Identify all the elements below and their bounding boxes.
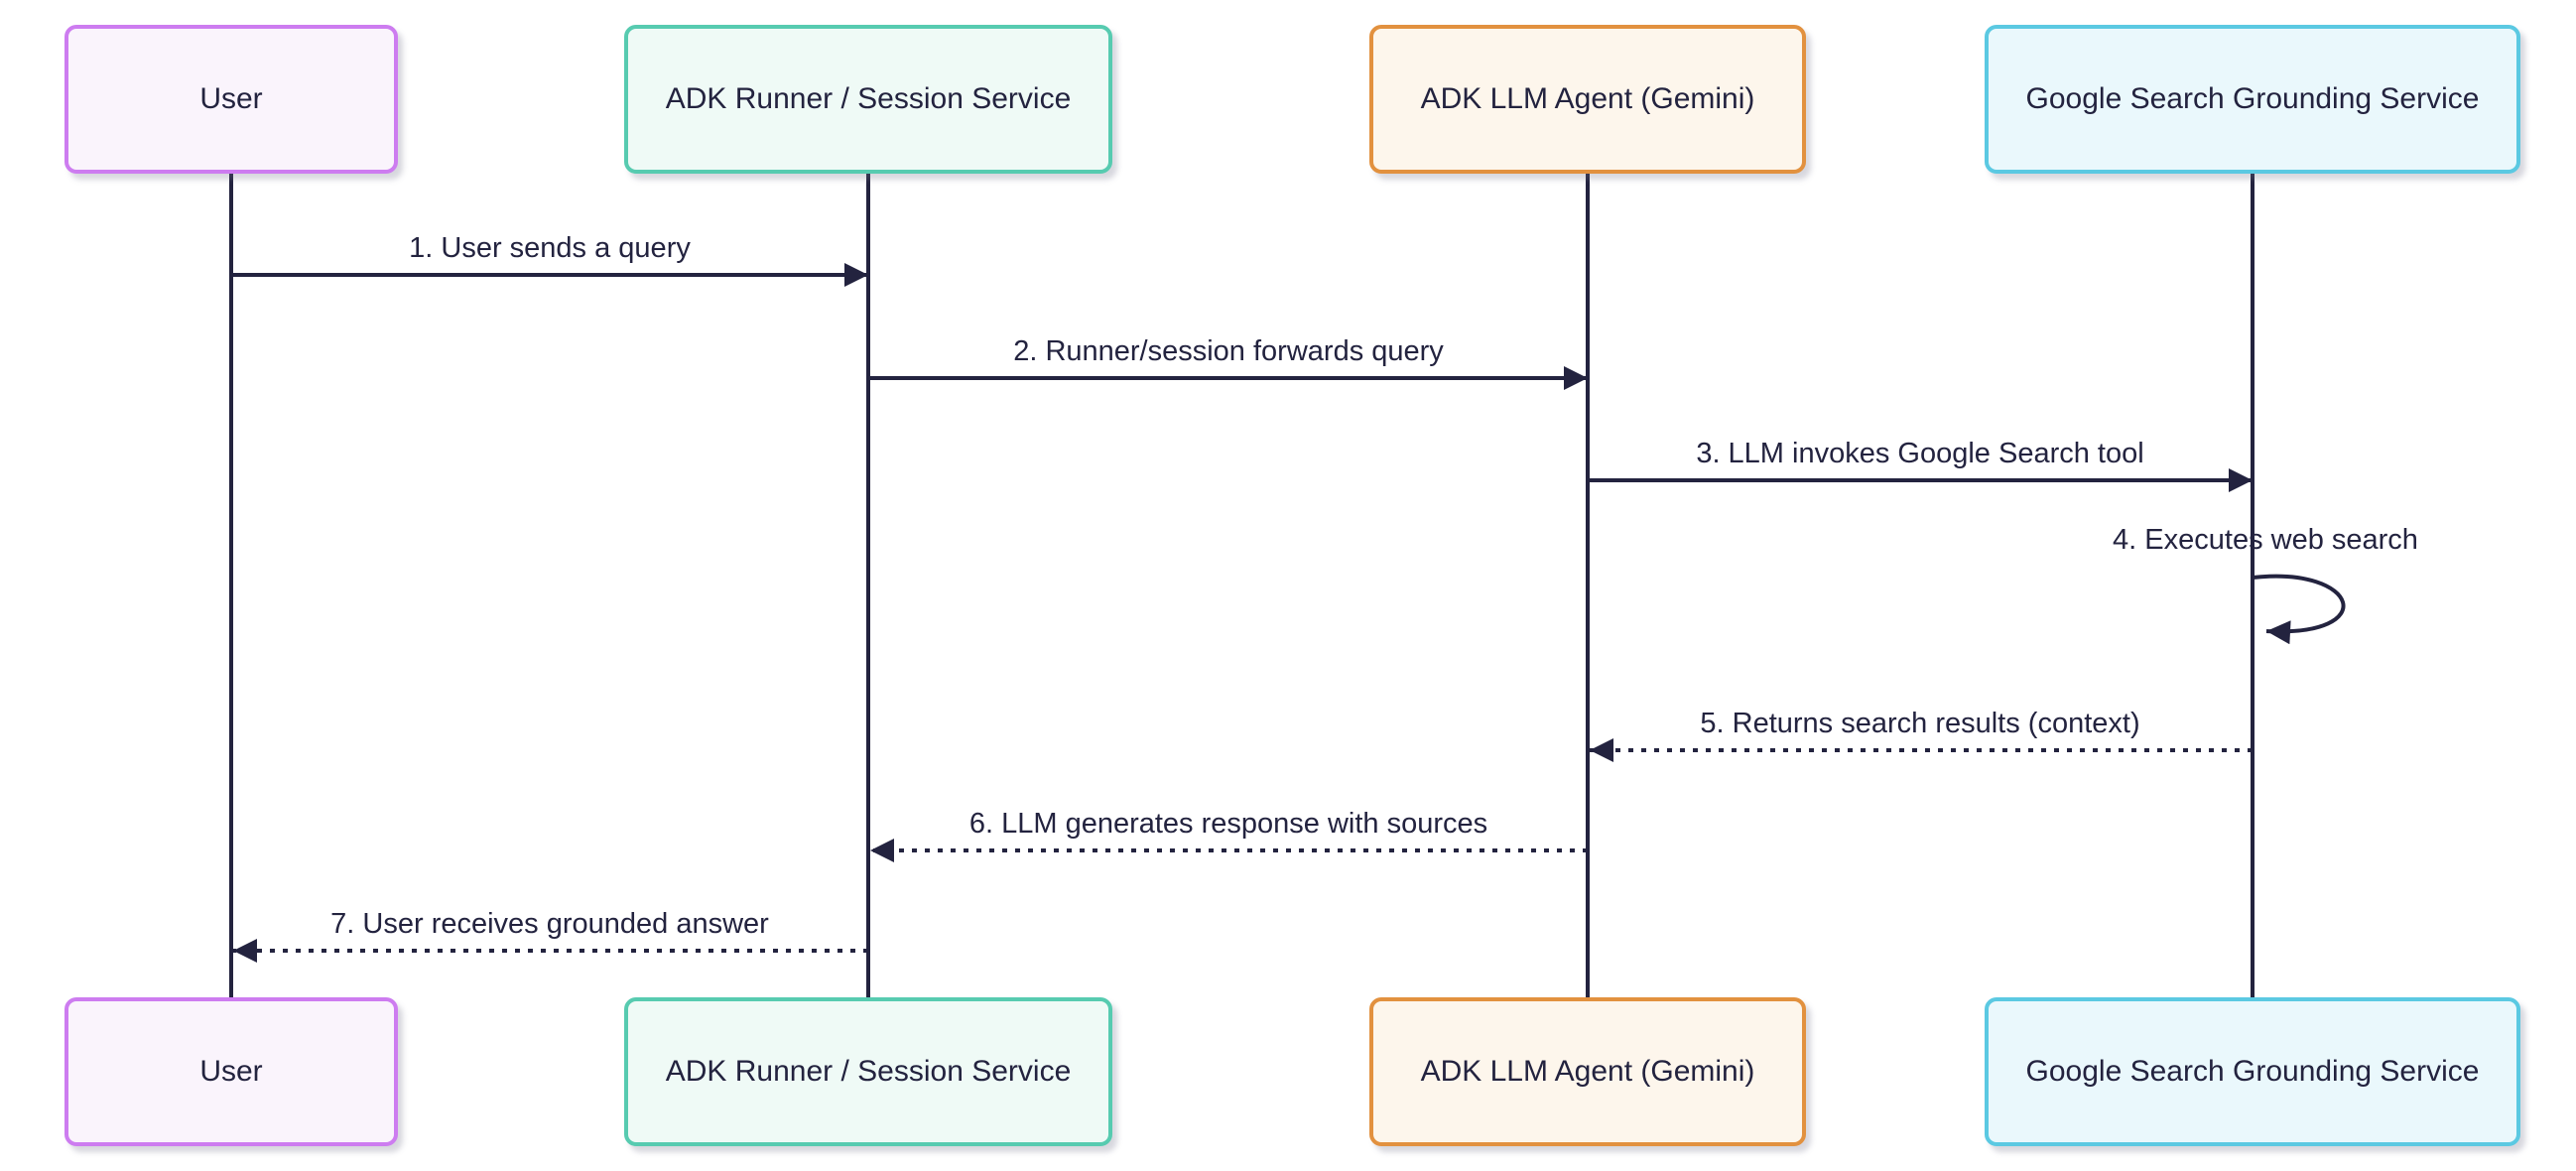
actor-google-label: Google Search Grounding Service [2025,1055,2480,1088]
actor-google-top: Google Search Grounding Service [1985,25,2520,174]
actor-user-bottom: User [64,997,398,1146]
actor-user-label: User [199,82,263,115]
message-6-label: 6. LLM generates response with sources [968,808,1488,840]
message-2-label: 2. Runner/session forwards query [1013,335,1444,367]
actor-google-bottom: Google Search Grounding Service [1985,997,2520,1146]
actor-google-label: Google Search Grounding Service [2025,82,2480,115]
message-7-label: 7. User receives grounded answer [330,908,769,940]
message-1-label: 1. User sends a query [409,232,691,264]
actor-runner-bottom: ADK Runner / Session Service [624,997,1112,1146]
actor-llm-bottom: ADK LLM Agent (Gemini) [1369,997,1806,1146]
actor-runner-label: ADK Runner / Session Service [665,1055,1072,1088]
message-4-label: 4. Executes web search [2113,524,2418,556]
actor-user-label: User [199,1055,263,1088]
message-4-self-loop-arrow [2252,574,2346,645]
message-3-label: 3. LLM invokes Google Search tool [1696,438,2144,469]
message-5-label: 5. Returns search results (context) [1700,708,2140,739]
actor-runner-top: ADK Runner / Session Service [624,25,1112,174]
actor-llm-label: ADK LLM Agent (Gemini) [1420,82,1755,115]
actor-llm-top: ADK LLM Agent (Gemini) [1369,25,1806,174]
actor-llm-label: ADK LLM Agent (Gemini) [1420,1055,1755,1088]
actor-runner-label: ADK Runner / Session Service [665,82,1072,115]
actor-user-top: User [64,25,398,174]
